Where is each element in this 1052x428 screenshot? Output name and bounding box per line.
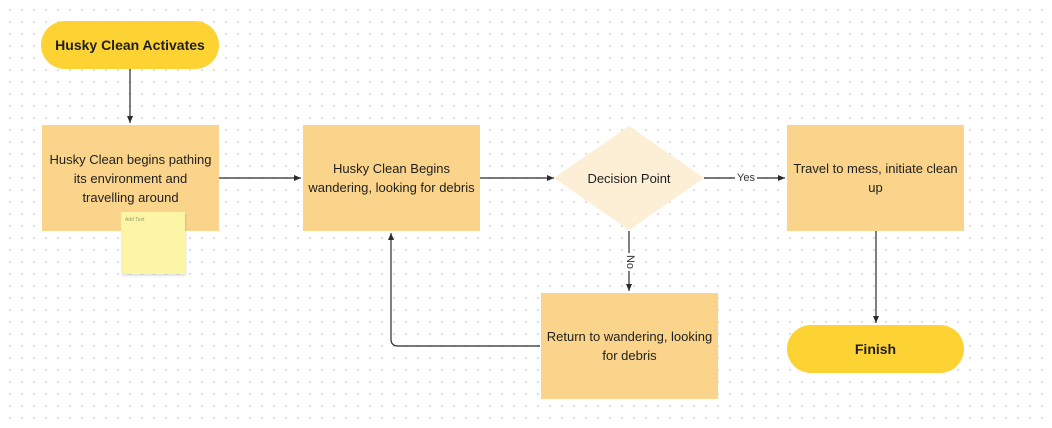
return-process-label: Return to wandering, looking for debris — [546, 329, 713, 363]
sticky-note-text: Add Text — [125, 217, 145, 223]
finish-terminal[interactable]: Finish — [787, 325, 964, 373]
no-edge-label: No — [622, 253, 636, 271]
wandering-process-label: Husky Clean Begins wandering, looking fo… — [308, 161, 475, 195]
decision-point-label: Decision Point — [587, 170, 671, 186]
finish-terminal-label: Finish — [854, 340, 897, 357]
sticky-note[interactable]: Add Text — [121, 212, 185, 274]
start-terminal-label: Husky Clean Activates — [55, 36, 205, 53]
decision-diamond-shape — [554, 126, 704, 230]
travel-process-label: Travel to mess, initiate clean up — [793, 161, 958, 195]
edge-return-to-wandering — [388, 233, 540, 347]
yes-edge-label: Yes — [735, 172, 757, 184]
pathing-process-label: Husky Clean begins pathing its environme… — [49, 151, 212, 205]
wandering-process[interactable]: Husky Clean Begins wandering, looking fo… — [303, 125, 480, 231]
start-terminal[interactable]: Husky Clean Activates — [41, 21, 219, 69]
travel-process[interactable]: Travel to mess, initiate clean up — [787, 125, 964, 231]
return-process[interactable]: Return to wandering, looking for debris — [541, 293, 718, 399]
decision-point[interactable]: Decision Point — [574, 164, 684, 192]
pathing-process[interactable]: Husky Clean begins pathing its environme… — [42, 125, 219, 231]
